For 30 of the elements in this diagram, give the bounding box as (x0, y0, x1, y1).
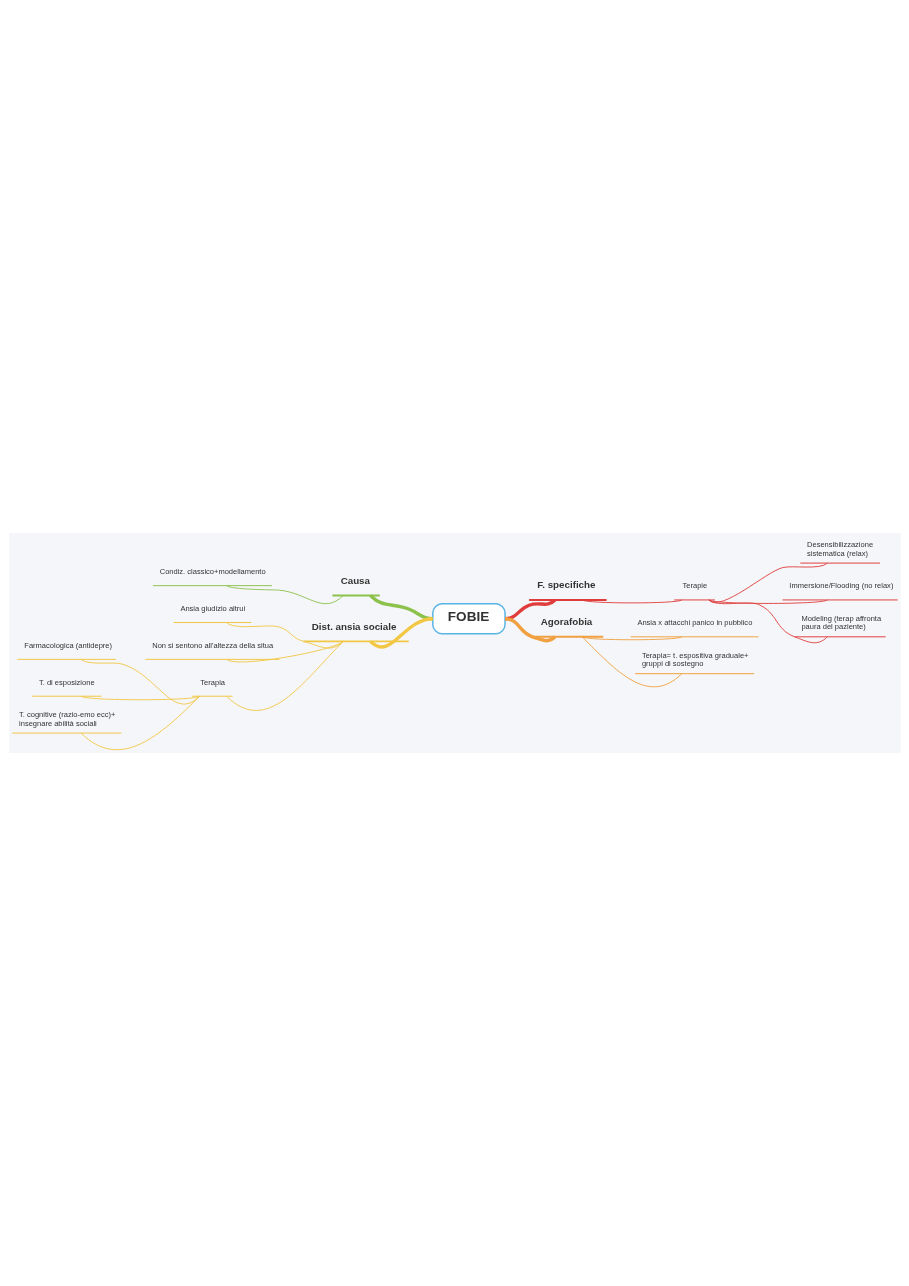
node-text: Terapia (199, 677, 225, 687)
node-text: Condiz. classico+modellamento (159, 567, 266, 576)
node-text: T. cognitive (razio-emo ecc)+ insegnare abilità sociali (18, 710, 115, 728)
node-text: Agorafobia (540, 616, 592, 628)
connector (581, 636, 682, 641)
node-text: Non si sentono all'altezza della situa (151, 640, 273, 650)
node-text: Farmacologica (antidepre) (23, 640, 112, 650)
node-text: Dist. ansia sociale (311, 620, 396, 632)
node-text: Terapia= t. espositiva graduale+ gruppi di sostegno (641, 650, 748, 669)
node-text: Desensibilizzazione sistematica (relax) (806, 540, 873, 558)
connector (225, 640, 344, 711)
connector (504, 617, 556, 643)
connector (707, 599, 828, 644)
node-text: F. specifiche (536, 579, 595, 591)
node-text: T. di esposizione (38, 677, 95, 687)
connector (581, 599, 682, 604)
connector (80, 658, 200, 705)
connector (80, 695, 200, 701)
node-text: Terapie (682, 581, 707, 591)
node-text: Ansia giudizio altrui (179, 603, 245, 613)
node-text: Modeling (terap affronta paura del paziente) (800, 614, 881, 632)
node-box: FOBIE (431, 602, 506, 635)
node-text: Ansia x attacchi panico in pubblico (636, 618, 752, 628)
node-text: Immersione/Flooding (no relax) (788, 581, 893, 591)
connector (581, 636, 682, 688)
connector (225, 640, 344, 663)
connector (225, 585, 344, 605)
node-text: Causa (340, 574, 370, 586)
connector (80, 695, 200, 750)
connector (368, 617, 433, 649)
